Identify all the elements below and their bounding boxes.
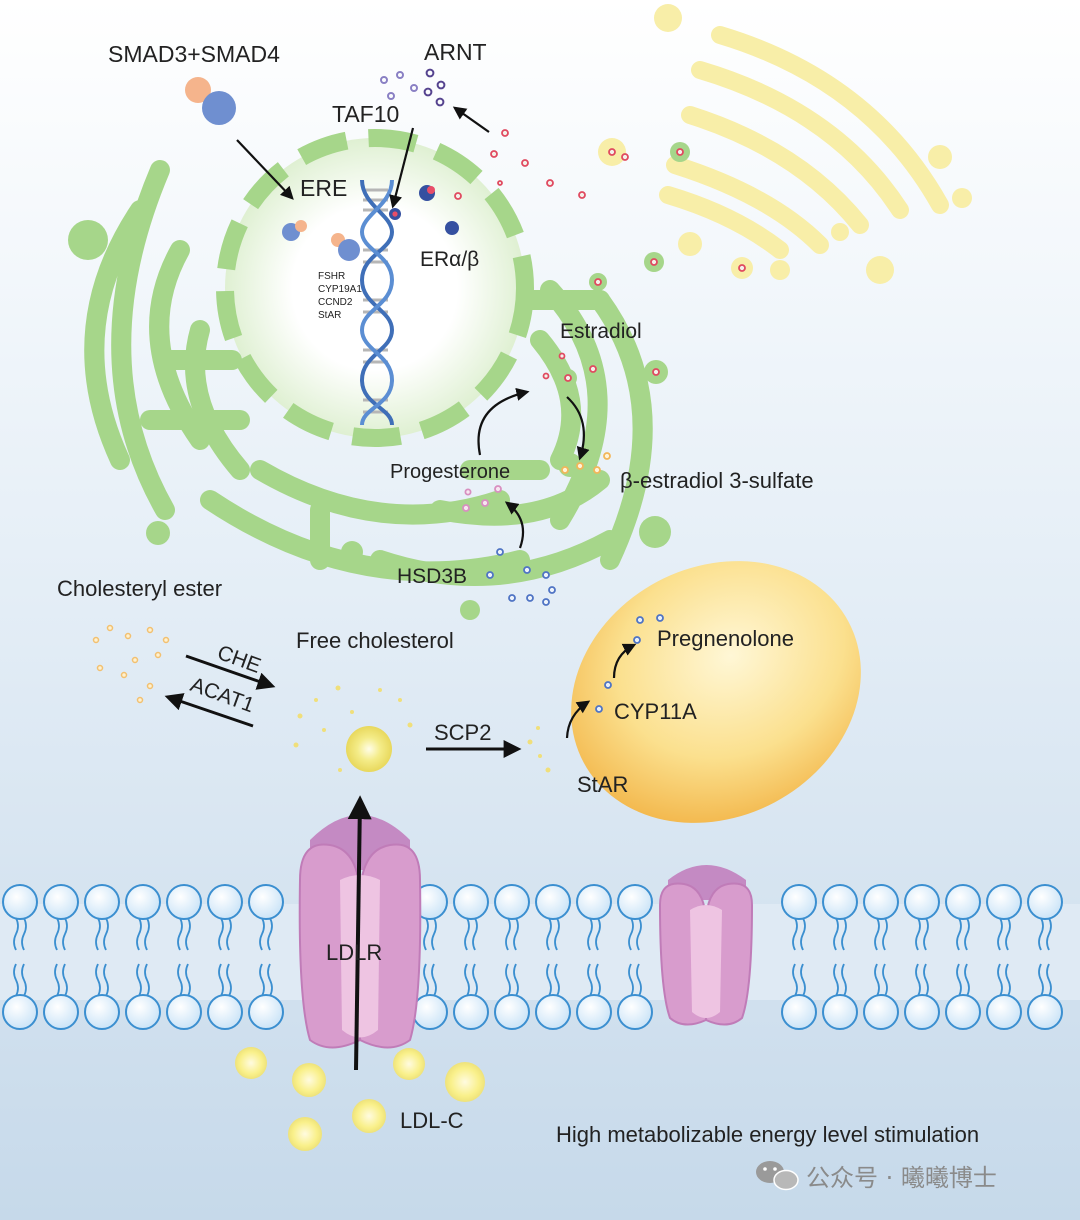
label-er-alpha-beta: ERα/β xyxy=(420,248,479,271)
arrows xyxy=(164,106,637,1071)
arrow-che xyxy=(185,654,276,690)
vesicles-green xyxy=(68,142,690,620)
estradiol-molecules xyxy=(454,129,746,382)
label-gene-star: StAR xyxy=(318,310,341,321)
golgi-apparatus xyxy=(598,4,972,284)
label-taf10: TAF10 xyxy=(332,101,399,127)
label-cyp11a: CYP11A xyxy=(614,699,697,724)
nucleus xyxy=(225,138,525,438)
label-ldlr: LDLR xyxy=(326,940,382,965)
nuclear-proteins xyxy=(282,185,459,261)
label-star: StAR xyxy=(577,772,628,797)
label-hsd3b: HSD3B xyxy=(397,565,467,588)
nuclear-envelope xyxy=(216,129,534,447)
label-smad: SMAD3+SMAD4 xyxy=(108,41,280,67)
arrow-estradiol-to-sulfate xyxy=(566,396,590,461)
arrow-hsd3b-to-progesterone xyxy=(504,501,525,549)
label-estradiol: Estradiol xyxy=(560,320,642,343)
label-gene-cyp19a1: CYP19A1 xyxy=(318,284,362,295)
label-ere: ERE xyxy=(300,175,347,201)
cholesteryl-ester-dots xyxy=(92,624,170,704)
membrane-transporter xyxy=(658,865,754,1026)
arrow-star-to-cyp11a xyxy=(565,700,591,739)
label-ldl-c: LDL-C xyxy=(400,1108,464,1133)
label-cholesteryl-ester: Cholesteryl ester xyxy=(57,576,222,601)
arrow-progesterone-to-estradiol xyxy=(477,387,530,456)
arrow-smad-to-ere xyxy=(236,139,294,200)
cholesterol-droplet xyxy=(346,726,392,772)
label-gene-ccnd2: CCND2 xyxy=(318,297,353,308)
sulfate-molecules xyxy=(561,452,611,474)
hsd3b-molecules xyxy=(486,548,556,606)
mitochondrion xyxy=(571,561,861,823)
arrow-taf10-to-dna xyxy=(389,127,415,209)
label-gene-fshr: FSHR xyxy=(318,271,345,282)
label-free-cholesterol: Free cholesterol xyxy=(296,628,454,653)
label-estradiol-sulfate: β-estradiol 3-sulfate xyxy=(620,468,814,493)
wechat-icon xyxy=(756,1161,799,1191)
label-scp2: SCP2 xyxy=(434,720,491,745)
label-stimulation: High metabolizable energy level stimulat… xyxy=(556,1122,979,1147)
watermark-text: 公众号 · 曦曦博士 xyxy=(806,1164,997,1192)
free-cholesterol-dots xyxy=(293,685,551,773)
smad-complex xyxy=(185,77,236,125)
ldlr-receptor xyxy=(298,815,422,1049)
label-arnt: ARNT xyxy=(424,39,487,65)
dna-helix xyxy=(359,179,395,426)
arrow-cyp11a-to-pregnenolone xyxy=(612,643,637,679)
arrow-acat1 xyxy=(164,693,254,728)
endoplasmic-reticulum xyxy=(84,160,653,586)
label-pregnenolone: Pregnenolone xyxy=(657,626,794,651)
progesterone-molecules xyxy=(462,485,502,512)
watermark: 公众号 · 曦曦博士 xyxy=(756,1161,997,1192)
arrow-to-arnt xyxy=(452,106,490,133)
arnt-molecules xyxy=(380,68,446,107)
arrow-ldl-uptake xyxy=(347,795,372,1071)
label-progesterone: Progesterone xyxy=(390,461,510,483)
ldl-c-particles xyxy=(235,1047,485,1151)
